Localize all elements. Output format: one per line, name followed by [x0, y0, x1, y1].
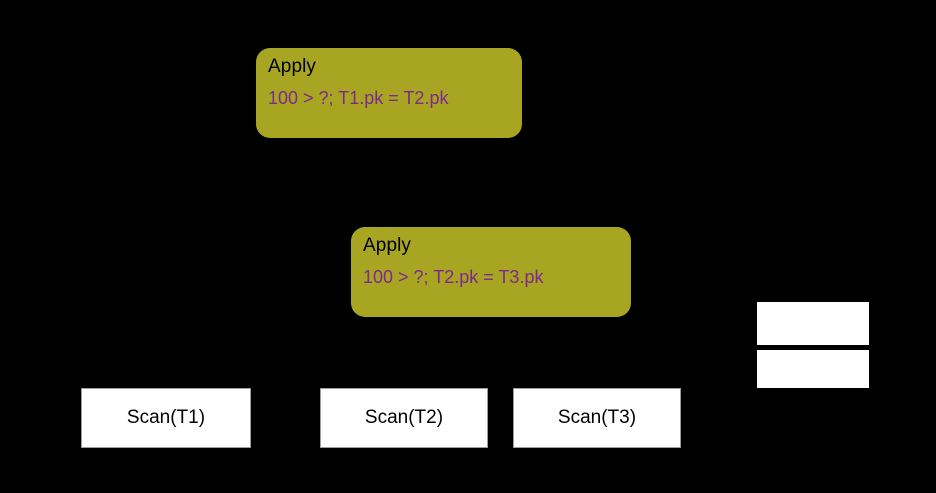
- blank-box-1[interactable]: [757, 302, 869, 345]
- apply-node-1-title: Apply: [268, 56, 317, 77]
- blank-box-2[interactable]: [757, 350, 869, 388]
- edge-apply2-scan-t2: [389, 317, 405, 388]
- scan-node-t2[interactable]: Scan(T2): [320, 388, 488, 448]
- apply-node-1[interactable]: Apply 100 > ?; T1.pk = T2.pk: [256, 48, 522, 138]
- edge-apply1-apply2: [469, 138, 491, 227]
- scan-node-t3-label: Scan(T3): [557, 407, 637, 428]
- scan-node-t2-label: Scan(T2): [364, 407, 444, 428]
- scan-node-t3[interactable]: Scan(T3): [513, 388, 681, 448]
- apply-node-2-predicate: 100 > ?; T2.pk = T3.pk: [363, 267, 544, 287]
- apply-node-2-title: Apply: [363, 235, 412, 256]
- edge-apply2-scan-t3: [579, 317, 598, 388]
- apply-node-1-predicate: 100 > ?; T1.pk = T2.pk: [268, 88, 449, 108]
- edge-apply1-scan-t1: [165, 138, 291, 388]
- apply-node-2[interactable]: Apply 100 > ?; T2.pk = T3.pk: [351, 227, 631, 317]
- scan-node-t1-label: Scan(T1): [126, 407, 206, 428]
- scan-node-t1[interactable]: Scan(T1): [81, 388, 251, 448]
